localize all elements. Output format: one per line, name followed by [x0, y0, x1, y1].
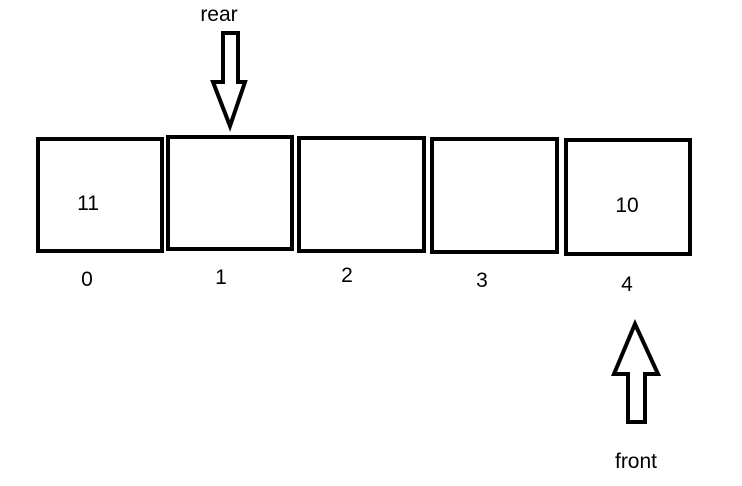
cell-index-2: 2 — [341, 264, 353, 287]
cell-box-1 — [166, 135, 294, 251]
queue-cell-3: 3 — [430, 137, 559, 292]
cell-value-0: 11 — [77, 192, 99, 215]
rear-pointer: rear — [200, 3, 248, 132]
queue-cell-0: 11 0 — [36, 137, 164, 291]
cell-index-3: 3 — [476, 269, 488, 292]
cell-index-0: 0 — [81, 268, 93, 291]
front-pointer: front — [610, 319, 662, 473]
queue-cell-4: 10 4 — [564, 138, 692, 296]
cell-box-2 — [297, 136, 426, 253]
cell-box-3 — [430, 137, 559, 254]
cell-index-4: 4 — [621, 273, 633, 296]
queue-cell-2: 2 — [297, 136, 426, 287]
up-arrow-icon — [610, 319, 662, 424]
front-label: front — [615, 450, 657, 473]
cell-box-0 — [36, 137, 164, 253]
cell-box-4 — [564, 138, 692, 256]
rear-label: rear — [200, 3, 237, 26]
cell-value-4: 10 — [615, 194, 638, 217]
down-arrow-icon — [210, 31, 248, 132]
queue-cell-1: 1 — [166, 135, 294, 289]
cell-index-1: 1 — [215, 266, 227, 289]
